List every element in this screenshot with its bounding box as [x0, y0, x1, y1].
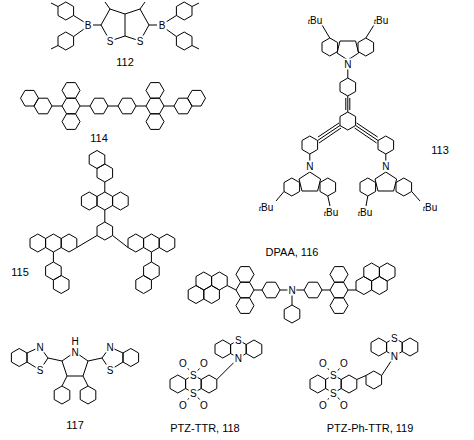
atom-label: S: [390, 333, 399, 344]
substituent-label: tBu: [307, 15, 323, 26]
atom-label: N: [234, 353, 243, 364]
compound-number: PTZ-Ph-TTR, 119: [327, 422, 414, 434]
atom-label: O: [318, 400, 328, 411]
atom-label: O: [199, 400, 209, 411]
atom-label: N: [70, 347, 79, 358]
compound-112: [51, 2, 199, 50]
atom-label: N: [287, 285, 296, 296]
atom-label: O: [199, 358, 209, 369]
substituent-label: tBu: [357, 207, 373, 218]
atom-label: S: [136, 36, 145, 47]
compound-number: 115: [11, 266, 29, 278]
atom-label: B: [158, 20, 167, 31]
compound-115: [30, 151, 175, 294]
atom-label: O: [339, 400, 349, 411]
compound-119: [310, 338, 418, 404]
atom-label: O: [339, 358, 349, 369]
substituent-label: tBu: [373, 15, 389, 26]
atom-label: S: [106, 36, 115, 47]
atom-label: N: [305, 161, 314, 172]
atom-label: S: [189, 388, 198, 399]
atom-label: H: [70, 336, 79, 347]
compound-number: 117: [66, 419, 84, 431]
atom-label: S: [36, 365, 45, 376]
atom-label: N: [105, 342, 114, 353]
atom-label: S: [329, 388, 338, 399]
atom-label: S: [329, 370, 338, 381]
atom-label: O: [178, 358, 188, 369]
compound-113: [276, 25, 420, 206]
atom-label: O: [318, 358, 328, 369]
compound-number: DPAA, 116: [266, 246, 319, 258]
atom-label: N: [343, 59, 352, 70]
compound-number: 113: [431, 144, 449, 156]
atom-label: N: [381, 161, 390, 172]
atom-label: S: [106, 365, 115, 376]
substituent-label: tBu: [422, 202, 438, 213]
compound-117: [11, 347, 138, 404]
compound-116: [188, 263, 395, 323]
atom-label: N: [35, 342, 44, 353]
atom-label: N: [390, 351, 399, 362]
compound-number: 114: [90, 132, 108, 144]
atom-label: S: [234, 335, 243, 346]
substituent-label: tBu: [258, 202, 274, 213]
atom-label: O: [178, 400, 188, 411]
compound-114: [21, 83, 206, 130]
compound-number: PTZ-TTR, 118: [170, 422, 239, 434]
atom-label: S: [189, 370, 198, 381]
atom-label: B: [84, 20, 93, 31]
substituent-label: tBu: [323, 207, 339, 218]
compound-118: [170, 340, 262, 404]
compound-number: 112: [116, 56, 134, 68]
